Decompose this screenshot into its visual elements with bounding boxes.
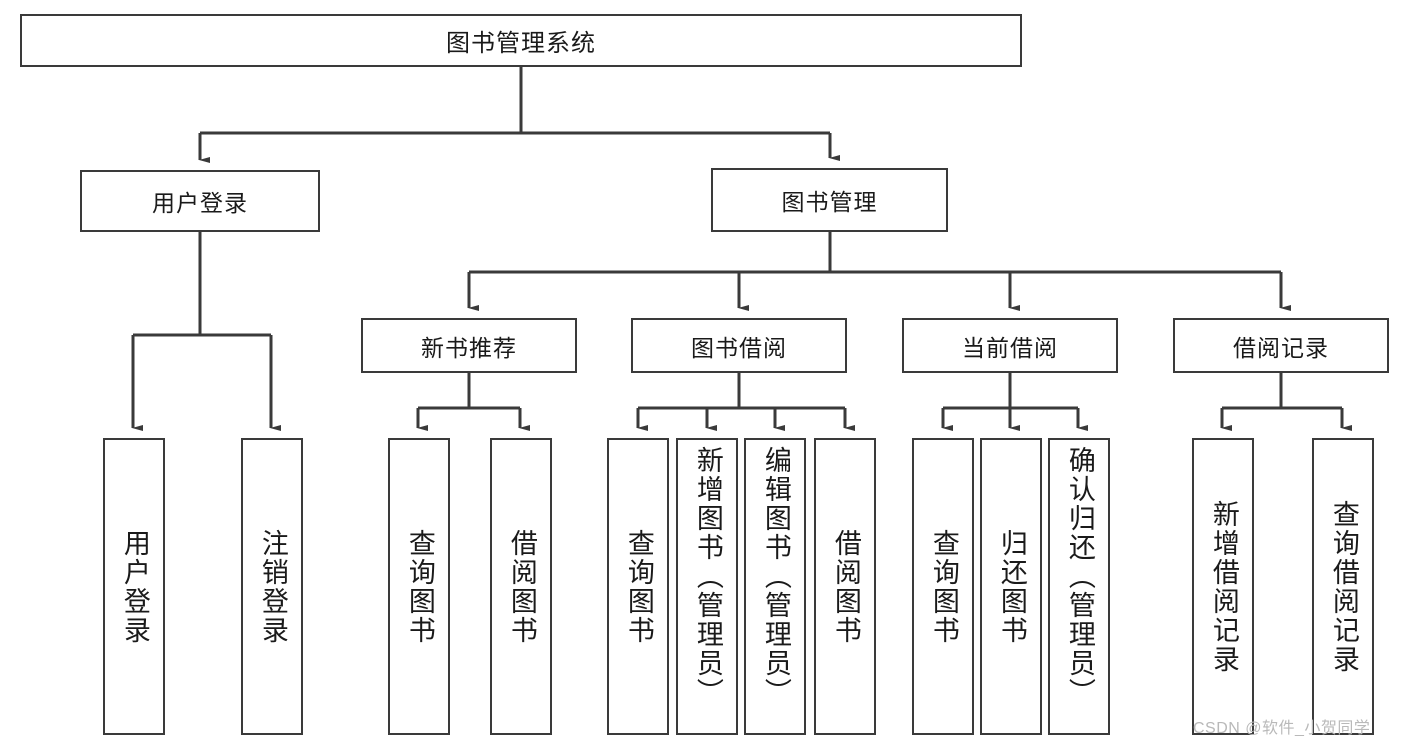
leaf-add-book-admin-label: 新增图书（管理员）	[692, 446, 723, 707]
leaf-user-login-label: 用户登录	[119, 528, 150, 645]
leaf-edit-book-admin[interactable]: 编辑图书（管理员）	[744, 438, 806, 735]
leaf-add-borrow-record-label: 新增借阅记录	[1208, 499, 1239, 674]
leaf-query-book-recommend[interactable]: 查询图书	[388, 438, 450, 735]
leaf-borrow-book-recommend-label: 借阅图书	[506, 528, 537, 645]
leaf-borrow-book-label: 借阅图书	[830, 528, 861, 645]
leaf-query-borrow-record[interactable]: 查询借阅记录	[1312, 438, 1374, 735]
node-user-login[interactable]: 用户登录	[80, 170, 320, 232]
leaf-query-book-borrow-label: 查询图书	[623, 528, 654, 645]
leaf-borrow-book[interactable]: 借阅图书	[814, 438, 876, 735]
node-borrow-record-label: 借阅记录	[1233, 334, 1329, 361]
leaf-confirm-return-admin-label: 确认归还（管理员）	[1064, 446, 1095, 707]
leaf-return-book-label: 归还图书	[996, 528, 1027, 645]
node-user-login-label: 用户登录	[152, 190, 248, 216]
node-book-management[interactable]: 图书管理	[711, 168, 948, 232]
node-book-borrow-label: 图书借阅	[691, 334, 787, 361]
leaf-query-book-current[interactable]: 查询图书	[912, 438, 974, 735]
leaf-return-book[interactable]: 归还图书	[980, 438, 1042, 735]
node-book-management-label: 图书管理	[781, 189, 878, 215]
node-borrow-record[interactable]: 借阅记录	[1173, 318, 1389, 373]
node-new-book-recommend-label: 新书推荐	[421, 334, 517, 361]
leaf-query-book-recommend-label: 查询图书	[404, 528, 435, 645]
node-book-borrow[interactable]: 图书借阅	[631, 318, 847, 373]
node-root[interactable]: 图书管理系统	[20, 14, 1022, 67]
leaf-edit-book-admin-label: 编辑图书（管理员）	[760, 446, 791, 707]
leaf-add-book-admin[interactable]: 新增图书（管理员）	[676, 438, 738, 735]
leaf-query-book-current-label: 查询图书	[928, 528, 959, 645]
leaf-add-borrow-record[interactable]: 新增借阅记录	[1192, 438, 1254, 735]
leaf-query-book-borrow[interactable]: 查询图书	[607, 438, 669, 735]
watermark: CSDN @软件_小贺同学	[1193, 720, 1371, 737]
leaf-logout[interactable]: 注销登录	[241, 438, 303, 735]
leaf-user-login[interactable]: 用户登录	[103, 438, 165, 735]
node-new-book-recommend[interactable]: 新书推荐	[361, 318, 577, 373]
node-root-label: 图书管理系统	[446, 30, 596, 57]
leaf-query-borrow-record-label: 查询借阅记录	[1328, 499, 1359, 674]
leaf-confirm-return-admin[interactable]: 确认归还（管理员）	[1048, 438, 1110, 735]
node-current-borrow[interactable]: 当前借阅	[902, 318, 1118, 373]
leaf-logout-label: 注销登录	[257, 528, 288, 645]
node-current-borrow-label: 当前借阅	[962, 334, 1058, 361]
leaf-borrow-book-recommend[interactable]: 借阅图书	[490, 438, 552, 735]
